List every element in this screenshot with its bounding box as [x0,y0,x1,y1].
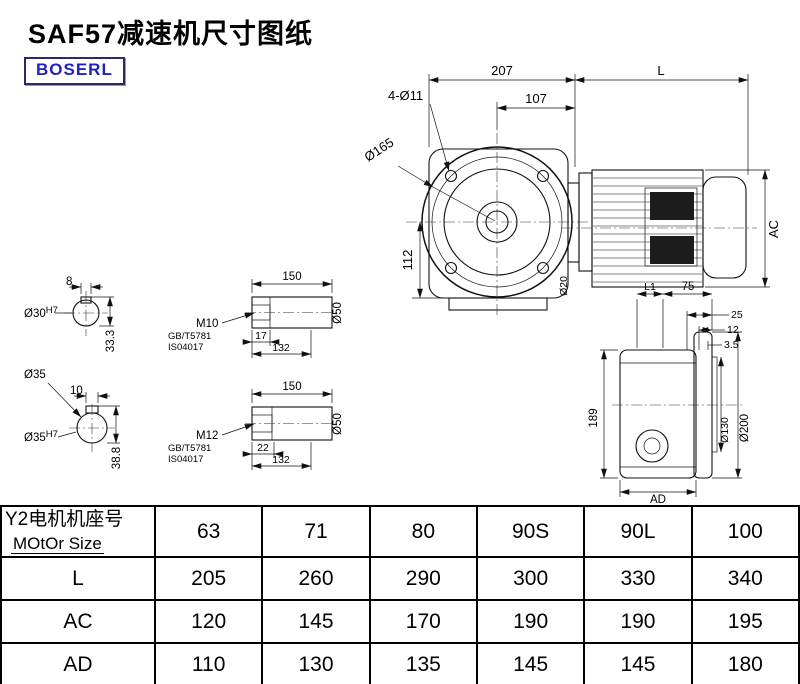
table-cell: 145 [583,642,693,684]
dim-height: 189 [588,408,600,427]
motor-fan-cover [702,176,747,279]
dim-motor-height: AC [766,220,781,238]
shaft-detail-bottom: Ø35 10 Ø35H7 38.8 150 M12 GB/T5781 IS040… [24,369,344,470]
table-cell: 80 [368,505,478,558]
dim-motor-length: L [657,63,664,78]
table-cell: 170 [368,599,478,644]
bolt-hole [444,169,458,183]
dim-gearbox-width: 207 [491,63,513,78]
brand-label: BOSERL [36,60,113,79]
table-cell: 190 [475,599,586,644]
bolt-hole [536,261,550,275]
shaft-label: Ø35 [24,369,46,381]
motor-stator [650,192,694,220]
table-cell: 100 [690,505,800,558]
bore-dia: Ø30 [24,308,46,320]
table-cell: 290 [368,556,478,601]
dim-thread-depth: 22 [257,442,269,454]
dim-axis-height: 112 [400,250,415,271]
dimension-table: Y2电机机座号 MOtOr Size 63 71 80 90S 90L 100 … [0,505,800,684]
table-cell: 145 [475,642,586,684]
dim-key-depth: 33.3 [105,330,117,352]
label-bore-dia: Ø35H7 [24,429,58,444]
dim-25: 25 [731,309,743,321]
thread-label: M12 [196,430,218,442]
bolt-hole [536,169,550,183]
dim-12: 12 [727,324,739,336]
dim-depth: AD [650,494,666,505]
main-dimensions: 207 L 107 4-Ø11 Ø165 112 AC Ø20 [361,63,781,299]
table-cell: 180 [690,642,800,684]
dim-fit-length: 132 [272,454,290,466]
dim-total-length: 150 [282,271,301,283]
flange-spigot [711,356,718,453]
dia-flange: Ø200 [739,414,751,442]
bore-dia: Ø35 [24,432,46,444]
dim-3-5: 3.5 [724,339,739,351]
keyway [80,296,92,304]
dim-fit-length: 132 [272,342,290,354]
dia-spigot: Ø130 [719,417,731,443]
row-label: AC [0,599,156,644]
table-cell: 90L [583,505,693,558]
dim-flange-offset: 107 [525,91,547,106]
table-cell: 145 [261,599,371,644]
shaft-dia: Ø50 [332,413,344,435]
standard-gb: GB/T5781 [168,331,211,342]
table-cell: 90S [475,505,586,558]
table-cell: 195 [690,599,800,644]
technical-drawing-canvas: 207 L 107 4-Ø11 Ø165 112 AC Ø20 [24,63,781,505]
table-cell: 130 [261,642,371,684]
table-cell: 260 [261,556,371,601]
table-cell: 300 [475,556,586,601]
label-input-dia: Ø20 [558,276,570,296]
bore-tolerance: H7 [46,429,58,440]
table-cell: 330 [583,556,693,601]
table-row-L: L 205 260 290 300 330 340 [0,556,800,601]
table-cell: 120 [153,599,264,644]
label-bolt-holes: 4-Ø11 [388,88,423,103]
table-cell: 63 [153,505,264,558]
motor-side-view [562,169,757,288]
table-row-AC: AC 120 145 170 190 190 195 [0,599,800,644]
motor-size-label-en: MOtOr Size [11,534,104,555]
standard-iso: IS04017 [168,342,203,353]
shaft-detail-top: 8 Ø30H7 33.3 150 M10 GB/T5781 IS04017 17… [24,271,344,358]
table-header-row: Y2电机机座号 MOtOr Size 63 71 80 90S 90L 100 [0,505,800,558]
keyway [85,405,99,414]
gearbox-output-side-view: L1 75 25 12 3.5 189 Ø130 Ø2 [588,281,751,505]
motor-size-header-cell: Y2电机机座号 MOtOr Size [0,505,156,558]
dim-total-length: 150 [282,381,301,393]
dim-key-width: 8 [66,276,72,288]
table-cell: 135 [368,642,478,684]
motor-stator [650,236,694,264]
dim-key-depth: 38.8 [111,447,123,469]
bore-tolerance: H7 [46,305,58,316]
standard-gb: GB/T5781 [168,443,211,454]
table-cell: 71 [261,505,371,558]
dim-75: 75 [682,281,695,293]
dim-key-width: 10 [70,385,83,397]
page-title: SAF57减速机尺寸图纸 [28,19,314,49]
motor-fins [593,177,702,283]
thread-label: M10 [196,318,218,330]
standard-iso: IS04017 [168,454,203,465]
bolt-hole [444,261,458,275]
table-cell: 110 [153,642,264,684]
motor-size-label-cn: Y2电机机座号 [5,508,124,530]
brand-logo: BOSERL [24,57,125,85]
label-flange-dia: Ø165 [361,135,396,165]
row-label: L [0,556,156,601]
shaft-dia: Ø50 [332,302,344,324]
label-bore-dia: Ø30H7 [24,305,58,320]
table-cell: 190 [583,599,693,644]
row-label: AD [0,642,156,684]
table-cell: 205 [153,556,264,601]
table-row-AD: AD 110 130 135 145 145 180 [0,642,800,684]
table-cell: 340 [690,556,800,601]
dim-thread-depth: 17 [255,330,267,342]
dim-l1: L1 [644,281,656,293]
